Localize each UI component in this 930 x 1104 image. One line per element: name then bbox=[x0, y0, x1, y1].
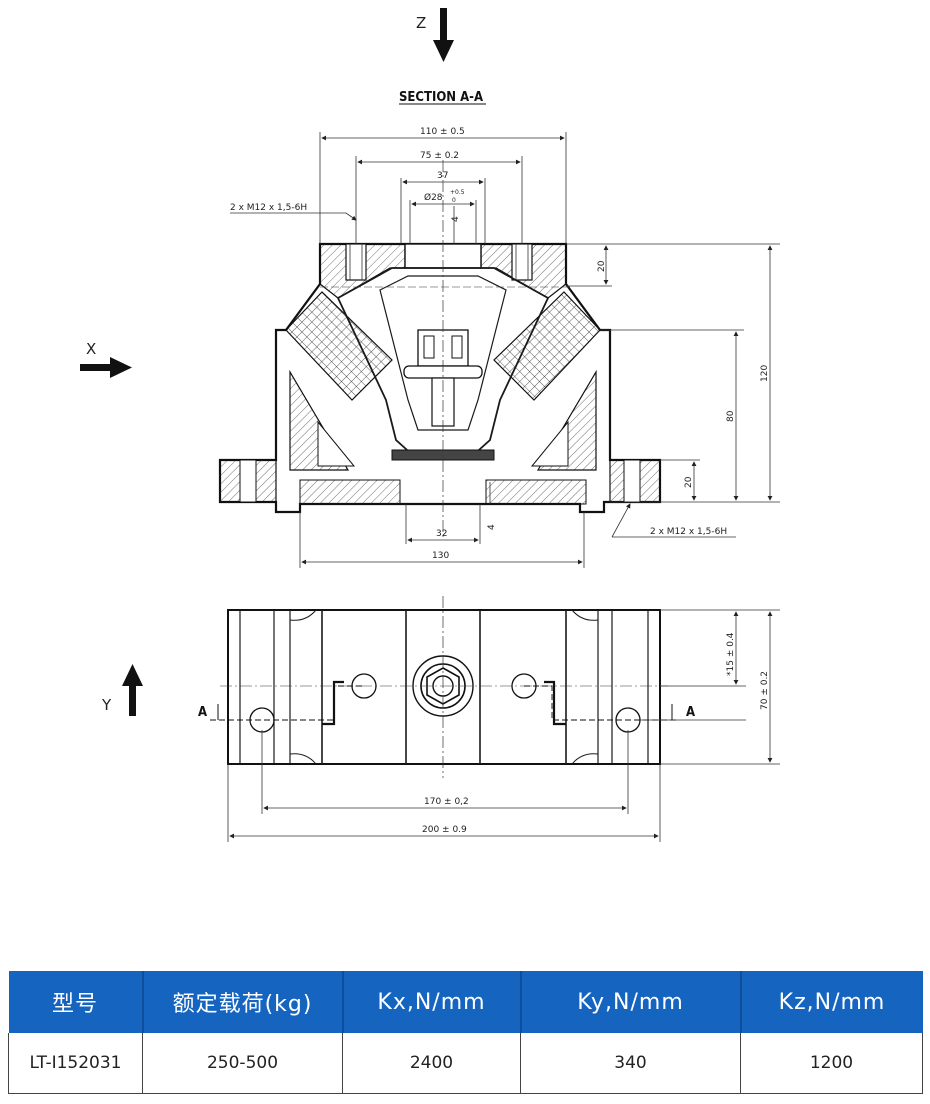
section-dimensions: 110 ± 0.5 75 ± 0.2 37 Ø28 +0.5 0 4 2 x M… bbox=[230, 127, 780, 568]
header-kx: Kx,N/mm bbox=[342, 971, 522, 1033]
z-arrow-icon bbox=[433, 8, 454, 62]
technical-drawing: Z SECTION A-A X bbox=[80, 8, 780, 842]
dim-20-bottom: 20 bbox=[684, 476, 694, 488]
spec-table: 型号 额定载荷(kg) Kx,N/mm Ky,N/mm Kz,N/mm LT-I… bbox=[8, 971, 923, 1094]
axis-x-label: X bbox=[86, 340, 96, 358]
dim-28-tol-upper: +0.5 bbox=[450, 189, 465, 196]
header-kz: Kz,N/mm bbox=[740, 971, 923, 1033]
thread-bottom-label: 2 x M12 x 1,5-6H bbox=[650, 527, 727, 537]
axis-y-label: Y bbox=[101, 696, 112, 714]
x-arrow-icon bbox=[80, 357, 132, 378]
dim-4-top: 4 bbox=[451, 216, 461, 222]
header-ky: Ky,N/mm bbox=[520, 971, 742, 1033]
cell-model: LT-I152031 bbox=[8, 1033, 143, 1094]
dim-32: 32 bbox=[436, 529, 447, 539]
header-rated-load: 额定载荷(kg) bbox=[142, 971, 344, 1033]
dim-28: Ø28 bbox=[424, 192, 443, 203]
dim-130: 130 bbox=[432, 551, 449, 561]
dim-110: 110 ± 0.5 bbox=[420, 127, 465, 137]
dim-120: 120 bbox=[760, 365, 770, 382]
spec-table-header: 型号 额定载荷(kg) Kx,N/mm Ky,N/mm Kz,N/mm bbox=[8, 971, 923, 1033]
dim-28-tol-lower: 0 bbox=[452, 197, 456, 204]
cell-kx: 2400 bbox=[342, 1033, 521, 1094]
dim-15: *15 ± 0.4 bbox=[726, 632, 736, 676]
section-mark-right: A bbox=[686, 705, 695, 720]
cell-kz: 1200 bbox=[740, 1033, 923, 1094]
dim-80: 80 bbox=[726, 410, 736, 422]
dim-200: 200 ± 0.9 bbox=[422, 825, 467, 835]
header-model: 型号 bbox=[8, 971, 144, 1033]
table-row: LT-I152031 250-500 2400 340 1200 bbox=[8, 1033, 923, 1094]
cell-rated-load: 250-500 bbox=[142, 1033, 343, 1094]
section-title: SECTION A-A bbox=[399, 90, 483, 105]
top-view-dimensions: *15 ± 0.4 70 ± 0.2 170 ± 0,2 200 ± 0.9 bbox=[227, 609, 780, 842]
dim-70: 70 ± 0.2 bbox=[760, 671, 770, 710]
section-view bbox=[218, 160, 662, 540]
top-view bbox=[210, 596, 676, 778]
y-arrow-icon bbox=[122, 664, 143, 716]
dim-37: 37 bbox=[437, 171, 448, 181]
section-mark-left: A bbox=[198, 705, 207, 720]
dim-75: 75 ± 0.2 bbox=[420, 151, 459, 161]
dim-20-top: 20 bbox=[597, 260, 607, 272]
dim-170: 170 ± 0,2 bbox=[424, 797, 469, 807]
thread-top-label: 2 x M12 x 1,5-6H bbox=[230, 203, 307, 213]
axis-z-label: Z bbox=[416, 14, 426, 32]
cell-ky: 340 bbox=[520, 1033, 741, 1094]
dim-4-bottom: 4 bbox=[487, 524, 497, 530]
